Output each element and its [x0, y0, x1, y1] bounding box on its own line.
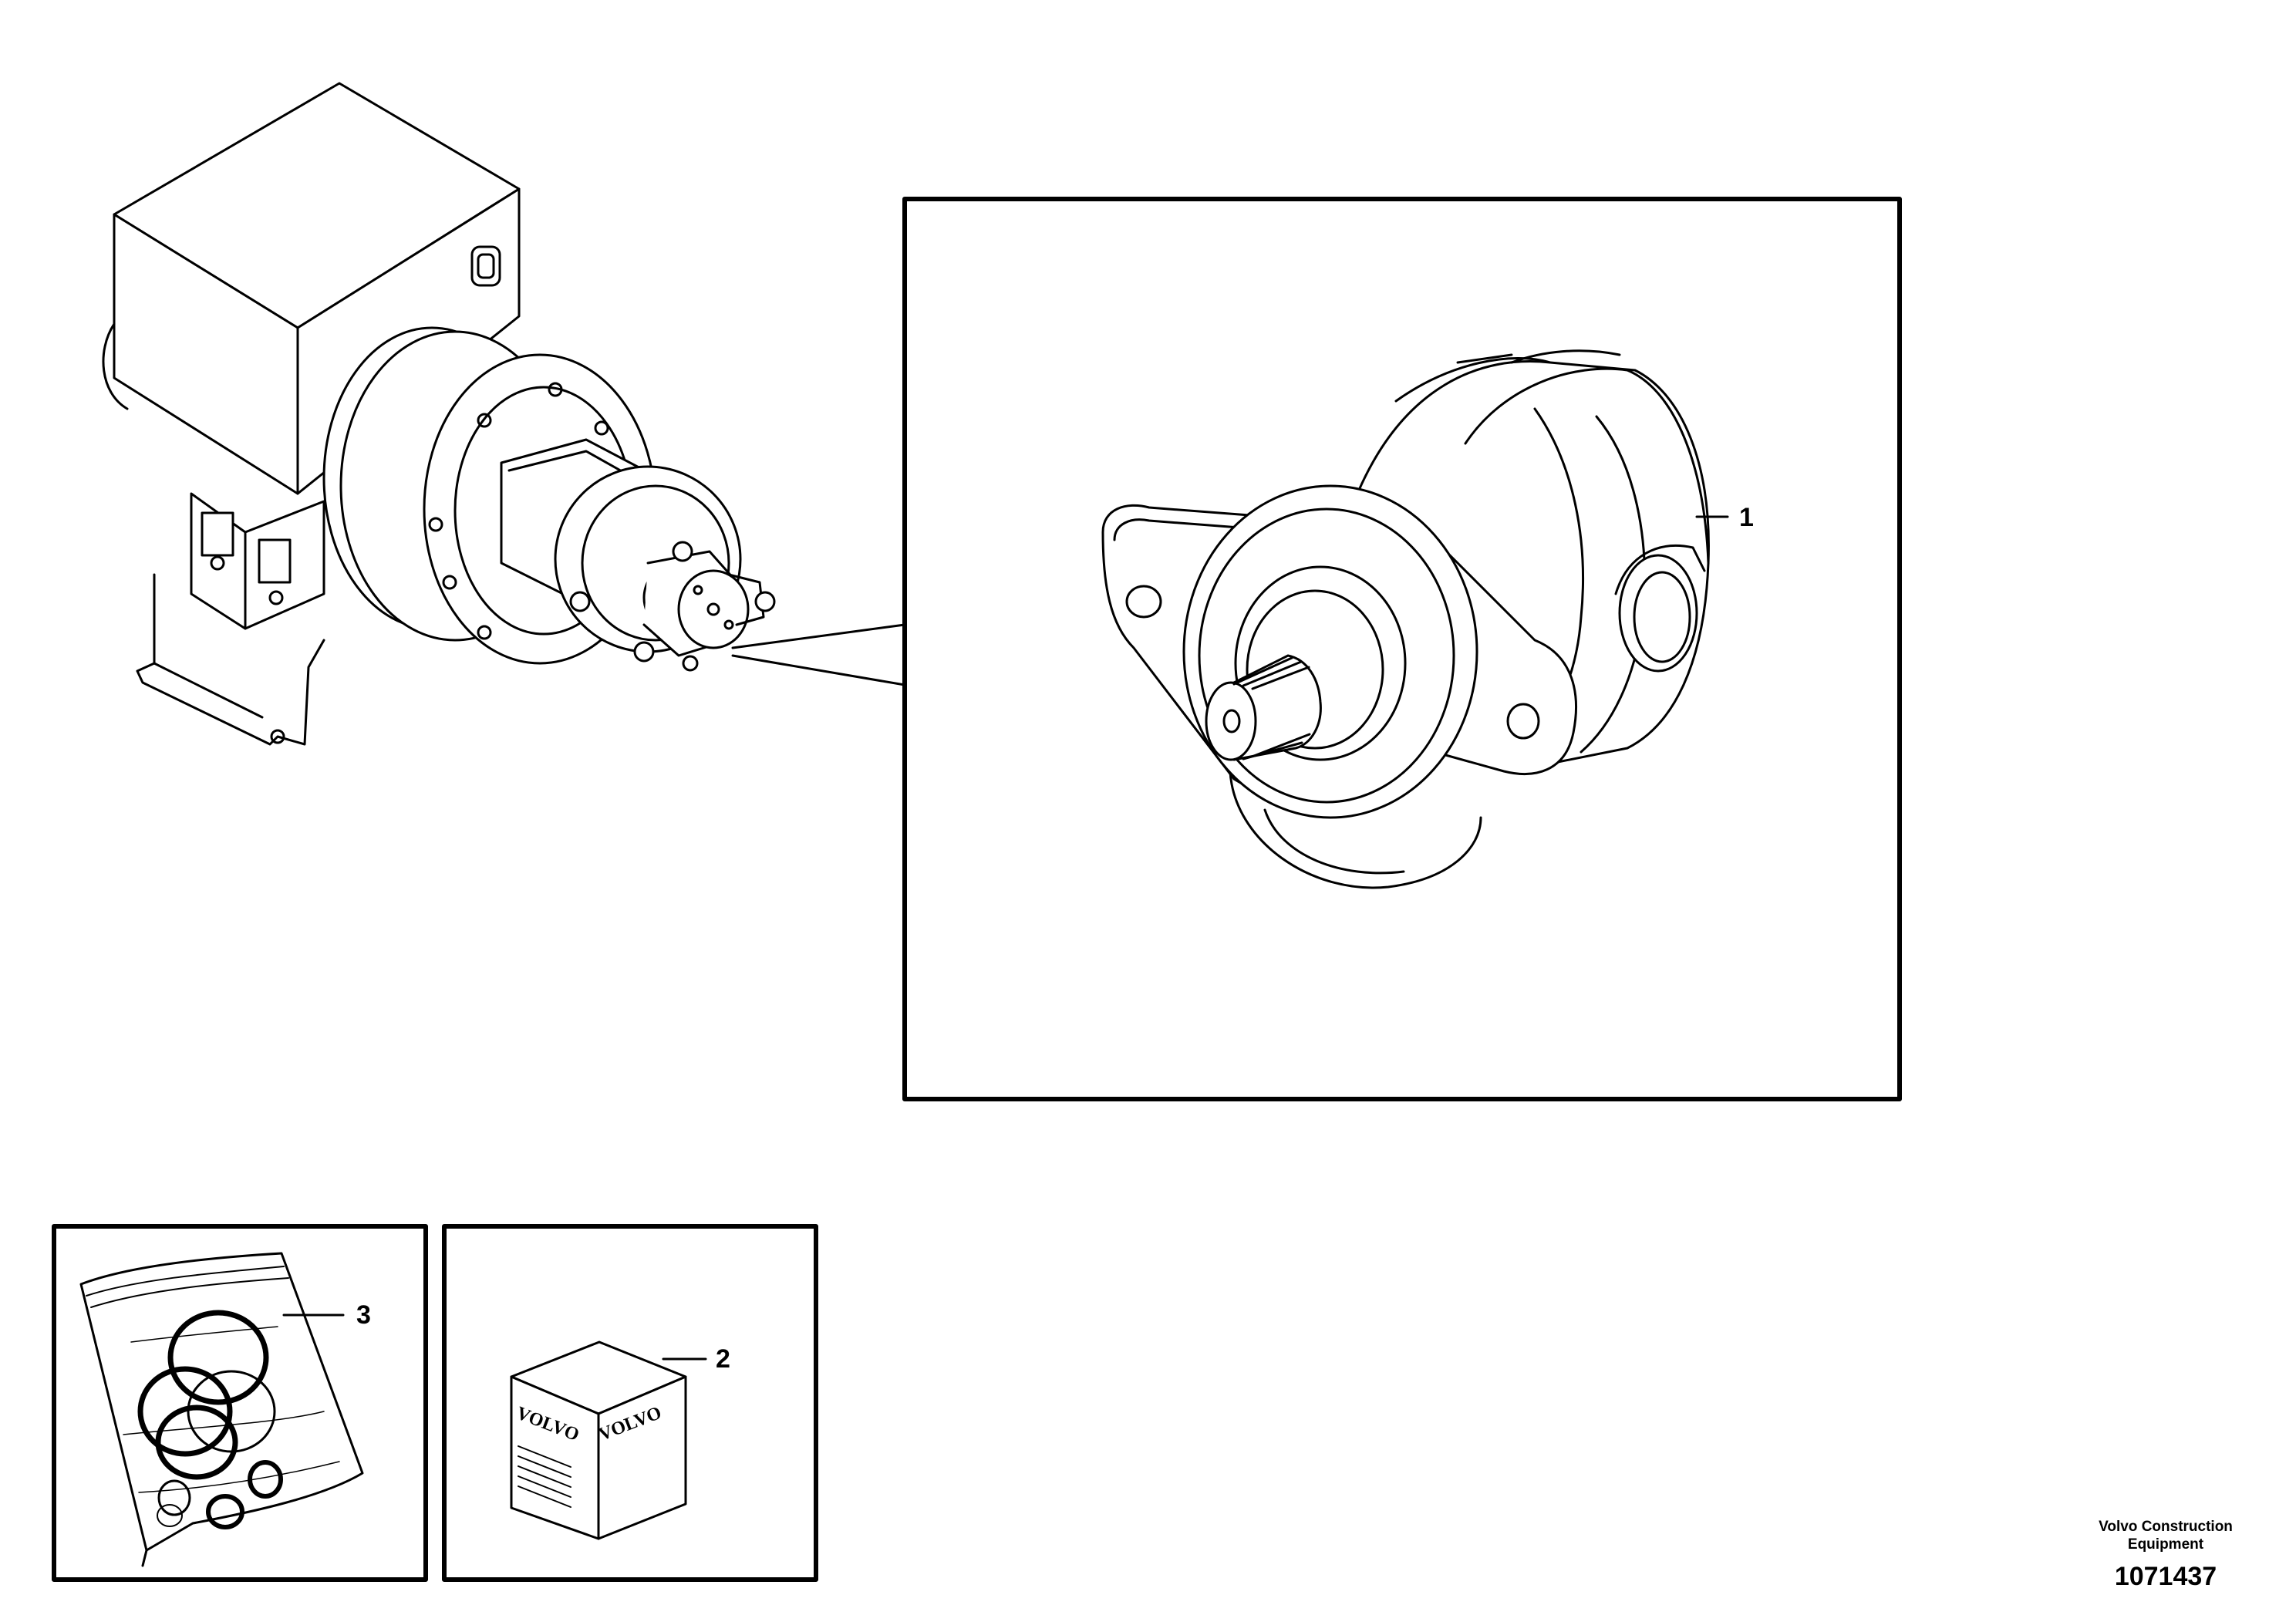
- callout-3: 3: [356, 1300, 371, 1330]
- parts-box-illustration: VOLVO VOLVO: [510, 1340, 687, 1540]
- brand-line-2: Equipment: [2128, 1536, 2204, 1553]
- detail-leader-line-lower: [731, 654, 906, 686]
- gear-pump-detail: [1101, 349, 1710, 889]
- brand-line-1: Volvo Construction: [2099, 1519, 2233, 1535]
- detail-leader-line-upper: [731, 623, 906, 649]
- callout-2: 2: [716, 1344, 730, 1374]
- footer-brand: Volvo Construction Equipment 1071437: [2099, 1519, 2233, 1591]
- drawing-number: 1071437: [2115, 1562, 2217, 1591]
- callout-1: 1: [1739, 503, 1754, 532]
- pump-assembly-overview: [102, 82, 776, 746]
- seal-kit-illustration: [79, 1252, 364, 1567]
